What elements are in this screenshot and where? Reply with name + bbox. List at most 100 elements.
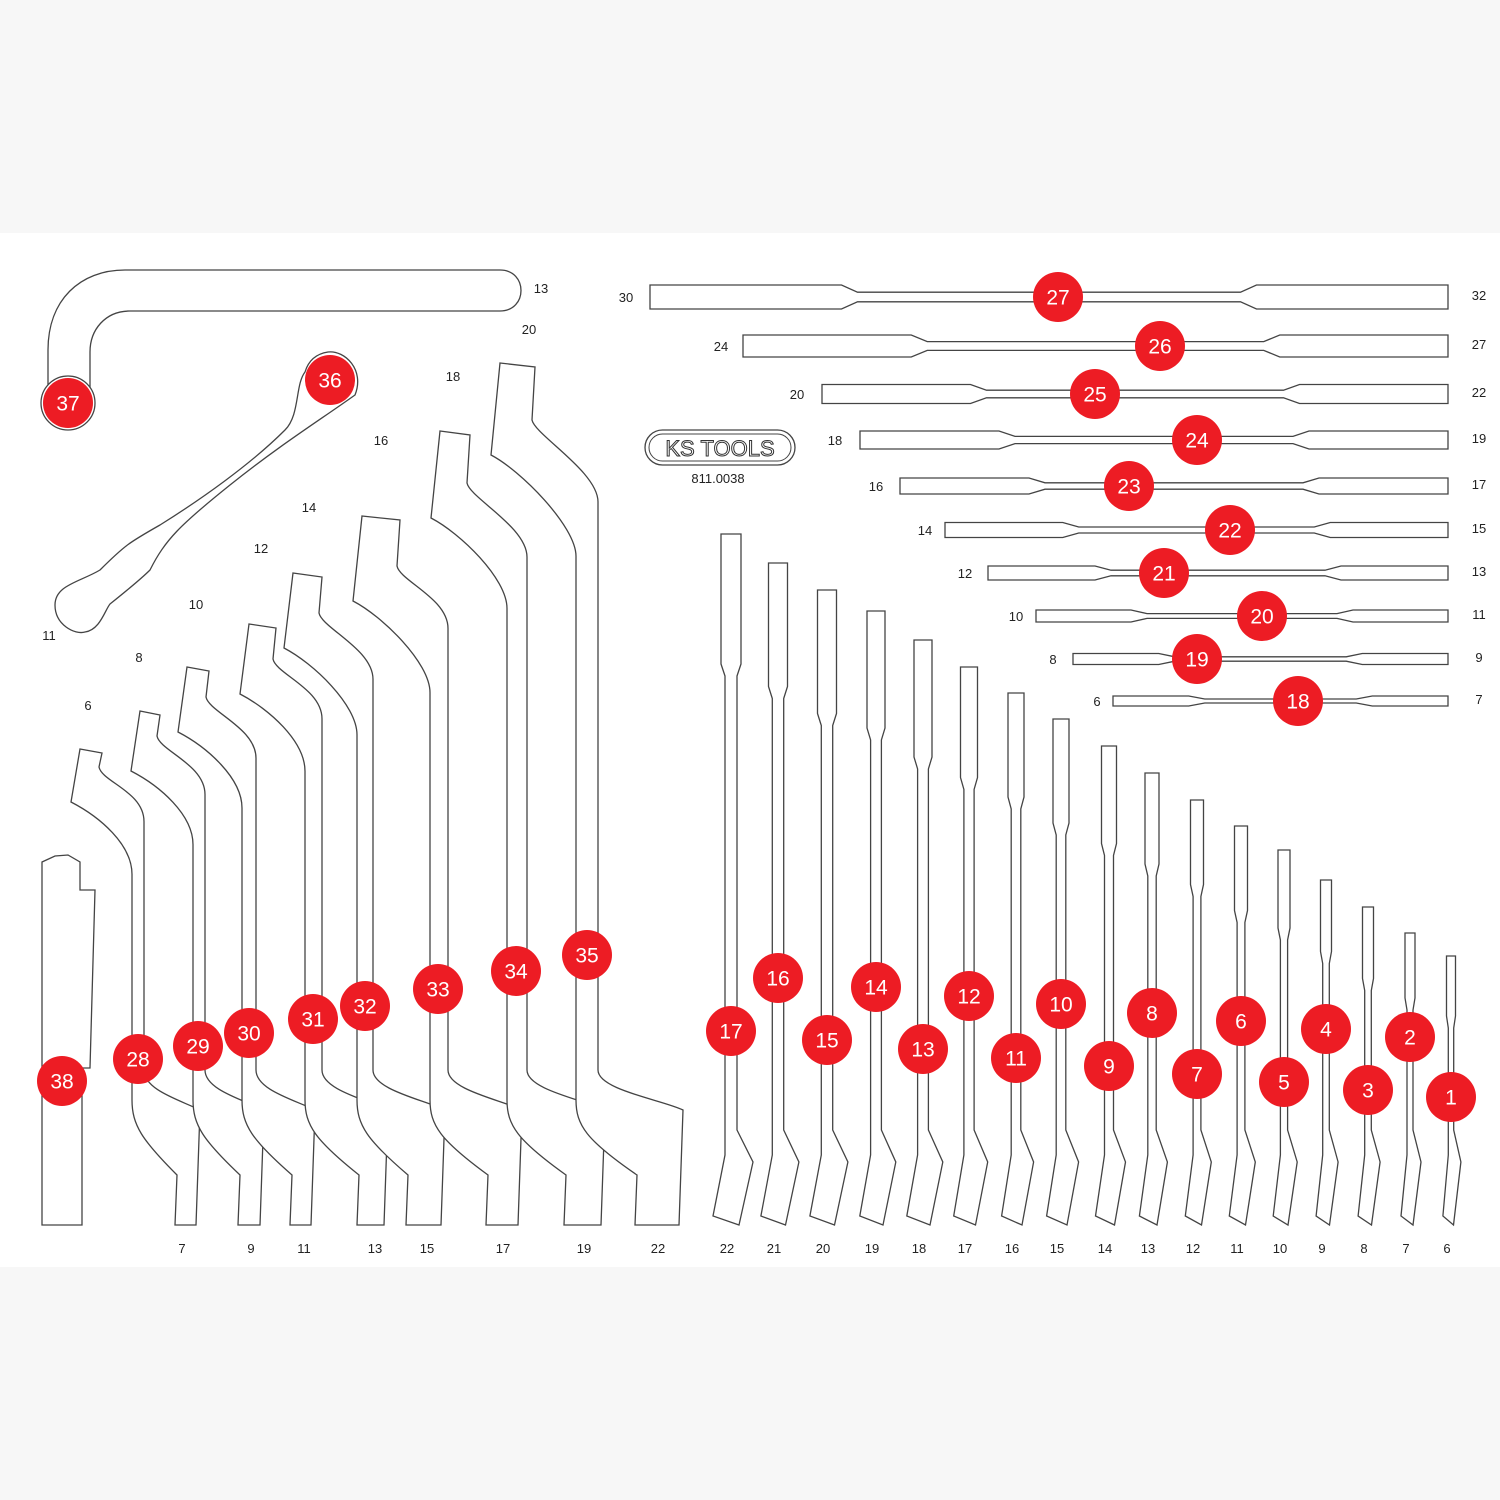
badge-number: 14 <box>864 977 888 1000</box>
badge-11: 11 <box>991 1033 1041 1083</box>
spanner-size-left: 14 <box>918 523 932 538</box>
spanner-size-top: 20 <box>522 322 536 337</box>
badge-8: 8 <box>1127 988 1177 1038</box>
badge-circle <box>288 994 338 1044</box>
badge-number: 26 <box>1148 336 1171 359</box>
badge-9: 9 <box>1084 1041 1134 1091</box>
l-spanner-outline <box>47 269 522 396</box>
badge-number: 25 <box>1083 384 1106 407</box>
vertical-spanner-outline <box>859 610 897 1226</box>
badge-circle <box>1216 996 1266 1046</box>
badge-circle <box>1301 1004 1351 1054</box>
badge-circle <box>706 1006 756 1056</box>
badge-circle <box>113 1034 163 1084</box>
badge-38: 38 <box>37 1056 87 1106</box>
badge-5: 5 <box>1259 1057 1309 1107</box>
badge-number: 38 <box>50 1071 73 1094</box>
badge-number: 30 <box>237 1023 260 1046</box>
badge-circle <box>802 1015 852 1065</box>
badge-circle <box>1139 548 1189 598</box>
horizontal-spanner-outline <box>742 334 1449 358</box>
badge-circle <box>991 1033 1041 1083</box>
spanner-size-label: 9 <box>1318 1241 1325 1256</box>
offset-spanner-outline <box>430 430 606 1226</box>
badge-35: 35 <box>562 930 612 980</box>
spanner-size-right: 7 <box>1475 692 1482 707</box>
vertical-spanner-outline <box>906 639 944 1226</box>
spanner-size-top: 16 <box>374 433 388 448</box>
spanner-size-bottom: 19 <box>577 1241 591 1256</box>
vertical-spanner-outline <box>1184 799 1212 1227</box>
badge-number: 18 <box>1286 691 1309 714</box>
spanner-size-label: 21 <box>767 1241 781 1256</box>
badge-25: 25 <box>1070 369 1120 419</box>
badge-29: 29 <box>173 1021 223 1071</box>
spanner-size-label: 14 <box>1098 1241 1112 1256</box>
badge-17: 17 <box>706 1006 756 1056</box>
badge-number: 22 <box>1218 520 1241 543</box>
logo-inner-outline <box>648 433 792 462</box>
badge-number: 2 <box>1404 1027 1416 1050</box>
badge-number: 12 <box>957 986 980 1009</box>
badge-number: 11 <box>1005 1048 1027 1071</box>
badge-7: 7 <box>1172 1049 1222 1099</box>
spanner-size-label: 11 <box>42 628 56 643</box>
spanner-size-top: 12 <box>254 541 268 556</box>
badge-circle <box>753 953 803 1003</box>
badge-22: 22 <box>1205 505 1255 555</box>
spanner-size-left: 20 <box>790 387 804 402</box>
spanner-size-right: 13 <box>1472 564 1486 579</box>
badge-number: 24 <box>1185 430 1209 453</box>
badge-36: 36 <box>305 355 355 405</box>
badge-20: 20 <box>1237 591 1287 641</box>
vertical-spanner-outline <box>1400 932 1422 1227</box>
badge-number: 36 <box>318 370 341 393</box>
spanner-size-bottom: 7 <box>178 1241 185 1256</box>
badge-circle <box>1033 272 1083 322</box>
horizontal-spanner-outline <box>944 521 1449 539</box>
spanner-size-label: 16 <box>1005 1241 1019 1256</box>
badge-16: 16 <box>753 953 803 1003</box>
badge-number: 3 <box>1362 1080 1374 1103</box>
badge-3: 3 <box>1343 1065 1393 1115</box>
spanner-size-top: 8 <box>135 650 142 665</box>
badge-number: 9 <box>1103 1056 1115 1079</box>
badge-circle <box>1104 461 1154 511</box>
badge-circle <box>1426 1072 1476 1122</box>
badge-13: 13 <box>898 1024 948 1074</box>
vertical-spanner-outline <box>1000 692 1035 1226</box>
vertical-spanner-outline <box>712 533 754 1226</box>
badge-circle <box>1036 979 1086 1029</box>
spanner-size-label: 15 <box>1050 1241 1064 1256</box>
spanner-size-left: 12 <box>958 566 972 581</box>
badge-number: 32 <box>353 996 376 1019</box>
badge-12: 12 <box>944 971 994 1021</box>
badge-number: 7 <box>1191 1064 1203 1087</box>
badge-4: 4 <box>1301 1004 1351 1054</box>
offset-spanner-outline <box>239 623 389 1226</box>
badge-circle <box>1343 1065 1393 1115</box>
spanner-size-label: 6 <box>1443 1241 1450 1256</box>
offset-spanner-outline <box>177 666 316 1226</box>
badge-circle <box>1070 369 1120 419</box>
badge-32: 32 <box>340 981 390 1031</box>
offset-spanner-outline <box>352 515 523 1226</box>
spanner-size-left: 18 <box>828 433 842 448</box>
badge-number: 28 <box>126 1049 149 1072</box>
logo-outline <box>644 429 796 466</box>
badge-number: 27 <box>1046 287 1069 310</box>
badge-number: 1 <box>1445 1087 1457 1110</box>
vertical-spanner-outline <box>1272 849 1298 1227</box>
badge-circle <box>340 981 390 1031</box>
spanner-size-bottom: 9 <box>247 1241 254 1256</box>
badge-31: 31 <box>288 994 338 1044</box>
spanner-size-right: 15 <box>1472 521 1486 536</box>
spanner-size-right: 27 <box>1472 337 1486 352</box>
logo-text: KS TOOLS <box>665 436 774 461</box>
badge-18: 18 <box>1273 676 1323 726</box>
spanner-size-label: 17 <box>958 1241 972 1256</box>
spanner-size-left: 10 <box>1009 609 1023 624</box>
spanner-size-label: 10 <box>1273 1241 1287 1256</box>
badge-number: 29 <box>186 1036 209 1059</box>
